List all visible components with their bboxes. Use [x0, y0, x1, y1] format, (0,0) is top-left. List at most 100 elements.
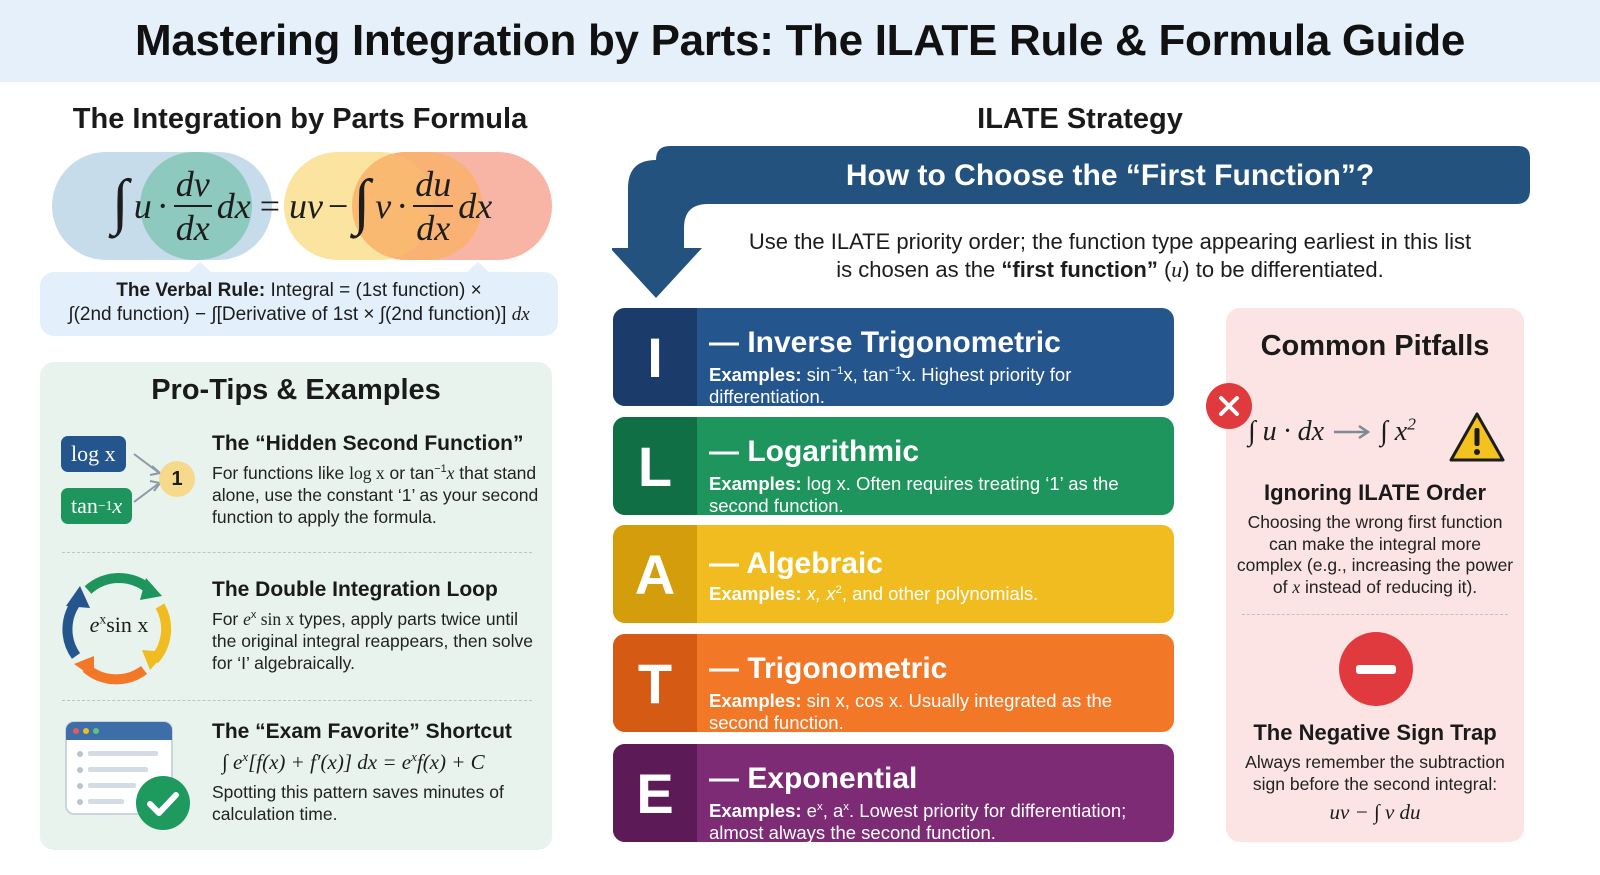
- chip-x: x: [112, 493, 123, 518]
- tip-math: x: [446, 463, 455, 483]
- card-ex-text: , and other polynomials.: [841, 583, 1039, 604]
- card-name: — Algebraic: [709, 547, 883, 580]
- pitfall1-formula-rhs: ∫ x2: [1380, 414, 1416, 448]
- card-ex-sup: −1: [888, 364, 902, 377]
- tip-title: The Double Integration Loop: [212, 578, 498, 601]
- tip-title: The “Exam Favorite” Shortcut: [212, 720, 512, 743]
- card-name: — Trigonometric: [709, 652, 948, 685]
- card-examples: Examples: x, x2, and other polynomials.: [709, 583, 1165, 605]
- pitfalls-heading: Common Pitfalls: [1260, 330, 1490, 362]
- verbal-rule-text: Integral = (1st function) ×: [270, 280, 482, 301]
- card-letter: I: [613, 308, 697, 406]
- pitfall2-formula: uv − ∫ v du: [1329, 800, 1421, 824]
- loop-label-text: sin x: [106, 612, 149, 637]
- tip-exam-favorite-shortcut: The “Exam Favorite” Shortcut ∫ ex[f(x) +…: [212, 720, 542, 825]
- pitfall1-title: Ignoring ILATE Order: [1263, 480, 1487, 505]
- pitfalls-panel: Common Pitfalls ∫ u · dx ∫ x2 Ignoring I…: [1226, 308, 1524, 842]
- tip-math: log x: [349, 463, 385, 483]
- pitfall2-title: The Negative Sign Trap: [1253, 720, 1497, 745]
- x-icon: [1206, 383, 1252, 429]
- card-ex-text: x, tan: [843, 364, 889, 385]
- protips-heading: Pro-Tips & Examples: [151, 374, 441, 406]
- title-banner: Mastering Integration by Parts: The ILAT…: [0, 0, 1600, 82]
- tip-sup: −1: [434, 463, 447, 476]
- arrow-right-icon: [1334, 424, 1371, 440]
- examples-label: Examples:: [709, 473, 802, 494]
- card-examples: Examples: log x. Often requires treating…: [709, 473, 1165, 515]
- card-ex-text: . Lowest priority for differentiation; a…: [709, 800, 1127, 842]
- card-letter: T: [613, 634, 697, 732]
- card-ex-sup: −1: [830, 364, 844, 377]
- ilate-desc-bold: “first function”: [1001, 257, 1158, 282]
- tip-body: Spotting this pattern saves minutes of c…: [212, 782, 504, 824]
- loop-arrows-icon: [62, 573, 172, 685]
- card-name: — Exponential: [709, 762, 918, 795]
- pitfall-math: x: [1292, 576, 1301, 597]
- ilate-description: Use the ILATE priority order; the functi…: [710, 228, 1510, 284]
- verbal-rule-text: ∫(2nd function) − ∫[Derivative of 1st × …: [68, 304, 507, 325]
- callout-pointer: [466, 262, 490, 273]
- formula-equals: =: [259, 186, 280, 226]
- pitfall1-body: Choosing the wrong first function can ma…: [1236, 512, 1514, 598]
- callout-pointer: [188, 262, 212, 273]
- divider: [62, 552, 532, 553]
- card-letter: L: [613, 417, 697, 515]
- card-examples: Examples: sin−1x, tan−1x. Highest priori…: [709, 364, 1165, 406]
- pitfall1-formula: ∫ u · dx ∫ x2: [1248, 414, 1416, 448]
- shortcut-formula-part: [f(x) + f′(x)] dx = e: [248, 750, 412, 774]
- shortcut-formula-part: ∫ e: [222, 750, 243, 774]
- tip-double-integration-loop: The Double Integration Loop For ex sin x…: [212, 578, 542, 674]
- ilate-desc-text: ) to be differentiated.: [1182, 257, 1384, 282]
- shortcut-formula-sup: x: [242, 749, 249, 764]
- fraction-numerator: du: [413, 166, 454, 207]
- ilate-card-exponential: E — Exponential Examples: ex, ax. Lowest…: [613, 744, 1174, 842]
- minus-icon-glyph: [1356, 664, 1396, 674]
- tip-text: types, apply parts twice until the origi…: [212, 609, 534, 673]
- card-examples: Examples: sin x, cos x. Usually integrat…: [709, 690, 1165, 732]
- fraction-numerator: dv: [173, 166, 212, 207]
- card-ex-text: sin x, cos x. Usually integrated as the …: [709, 690, 1113, 732]
- verbal-rule-label: The Verbal Rule:: [116, 280, 266, 301]
- card-ex-sup: x: [843, 800, 850, 813]
- loop-label-sup: x: [99, 611, 107, 627]
- card-ex-text: sin: [801, 364, 831, 385]
- tip-text: For functions like: [212, 463, 350, 483]
- log-x-chip: log x: [61, 436, 126, 472]
- ilate-card-inverse-trigonometric: I — Inverse Trigonometric Examples: sin−…: [613, 308, 1174, 406]
- ilate-desc-text: is chosen as the: [836, 257, 1002, 282]
- integral-sign: ∫: [353, 168, 371, 236]
- loop-label: exsin x: [68, 612, 170, 638]
- ilate-heading: ILATE Strategy: [977, 103, 1183, 135]
- card-ex-sup: x: [816, 800, 823, 813]
- formula: ∫ u · dv dx dx = uv − ∫ v · du dx dx: [52, 150, 552, 262]
- tip-title: The “Hidden Second Function”: [212, 432, 524, 455]
- card-examples: Examples: ex, ax. Lowest priority for di…: [709, 800, 1165, 842]
- examples-label: Examples:: [709, 364, 802, 385]
- verbal-rule-dx: dx: [511, 304, 530, 325]
- shortcut-formula-part: f(x) + C: [416, 750, 485, 774]
- card-ex-sup: 2: [835, 583, 842, 596]
- card-ex-text: x. Highest priority for differentiation.: [709, 364, 1072, 406]
- card-name: — Logarithmic: [709, 435, 920, 468]
- ilate-card-algebraic: A — Algebraic Examples: x, x2, and other…: [613, 525, 1174, 623]
- card-name: — Inverse Trigonometric: [709, 326, 1061, 359]
- warning-icon: [1449, 412, 1505, 462]
- constant-one-badge: 1: [159, 461, 195, 497]
- tip-hidden-second-function: The “Hidden Second Function” For functio…: [212, 432, 542, 528]
- examples-label: Examples:: [709, 800, 802, 821]
- pitfall1-formula-sup: 2: [1407, 414, 1416, 434]
- tip-text: or tan: [384, 463, 435, 483]
- x-icon-glyph: [1219, 396, 1239, 416]
- card-ex-text: x, x: [801, 583, 836, 604]
- ilate-desc-line2: is chosen as the “first function” (u) to…: [710, 256, 1510, 284]
- check-icon: [136, 776, 190, 830]
- tip-body: For ex sin x types, apply parts twice un…: [212, 608, 542, 674]
- card-letter: A: [613, 525, 697, 623]
- page-title: Mastering Integration by Parts: The ILAT…: [134, 16, 1466, 65]
- bent-arrow-icon: [612, 146, 1530, 298]
- formula-uv: uv: [289, 186, 323, 226]
- chip-text: tan: [71, 493, 98, 518]
- card-ex-text: e: [801, 800, 817, 821]
